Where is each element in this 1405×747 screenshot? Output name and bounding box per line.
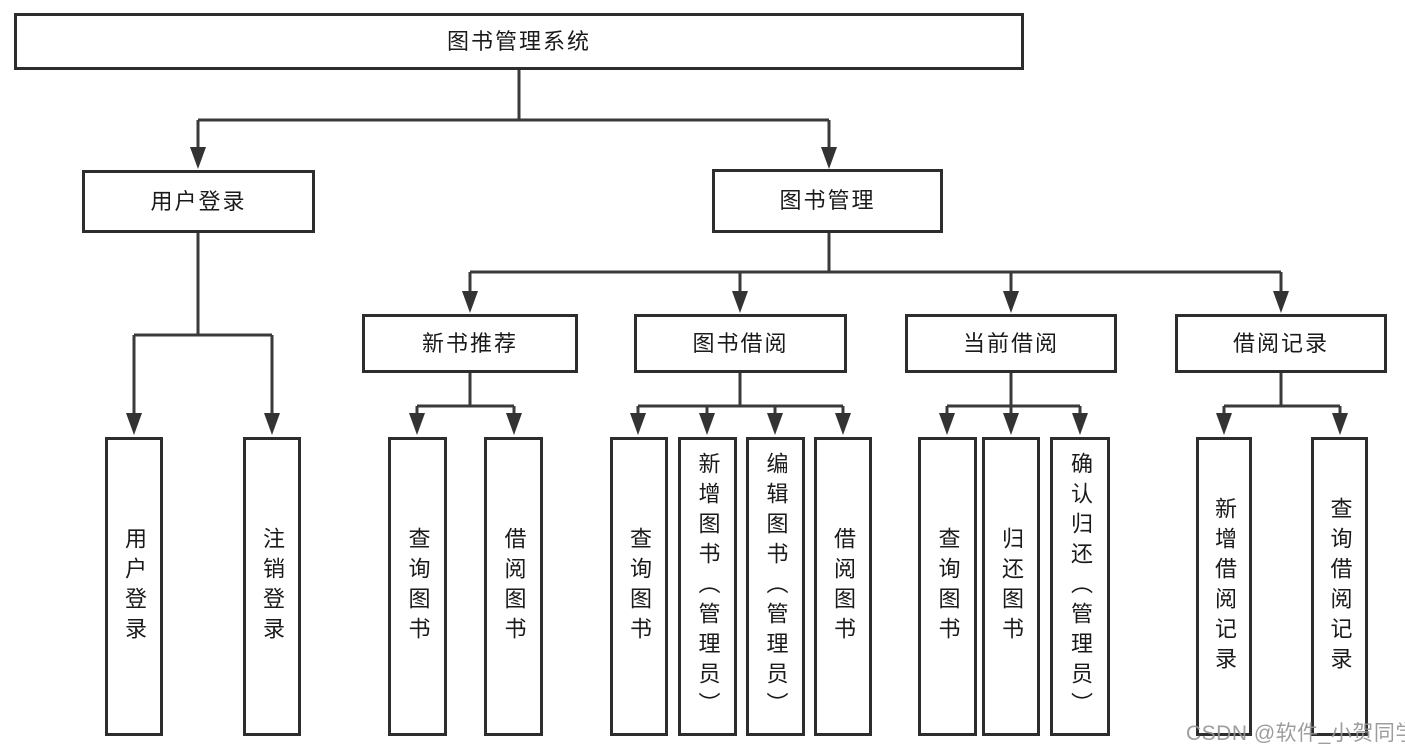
leaf-borrow-book-borrowing: 借阅图书 (814, 437, 872, 736)
node-book-management: 图书管理 (712, 169, 943, 233)
leaf-borrow-book-recommend: 借阅图书 (484, 437, 543, 736)
leaf-confirm-return-admin: 确认归还（管理员） (1050, 437, 1110, 736)
leaf-add-borrow-record: 新增借阅记录 (1196, 437, 1252, 736)
leaf-add-book-admin: 新增图书（管理员） (678, 437, 737, 736)
node-user-login: 用户登录 (82, 170, 315, 233)
leaf-user-login: 用户登录 (105, 437, 163, 736)
node-new-book-recommend: 新书推荐 (362, 314, 578, 373)
leaf-logout: 注销登录 (243, 437, 301, 736)
node-root: 图书管理系统 (14, 13, 1024, 70)
leaf-query-borrow-record: 查询借阅记录 (1311, 437, 1368, 736)
leaf-query-book-borrowing: 查询图书 (610, 437, 668, 736)
arrowheads (126, 147, 1348, 435)
leaf-query-book-current: 查询图书 (918, 437, 977, 736)
csdn-watermark: CSDN @软件_小贺同学 (1186, 722, 1405, 745)
node-current-borrowing: 当前借阅 (905, 314, 1117, 373)
node-book-borrowing: 图书借阅 (634, 314, 847, 373)
leaf-query-book-recommend: 查询图书 (388, 437, 447, 736)
leaf-return-book: 归还图书 (982, 437, 1040, 736)
leaf-edit-book-admin: 编辑图书（管理员） (746, 437, 805, 736)
node-borrowing-records: 借阅记录 (1175, 314, 1387, 373)
